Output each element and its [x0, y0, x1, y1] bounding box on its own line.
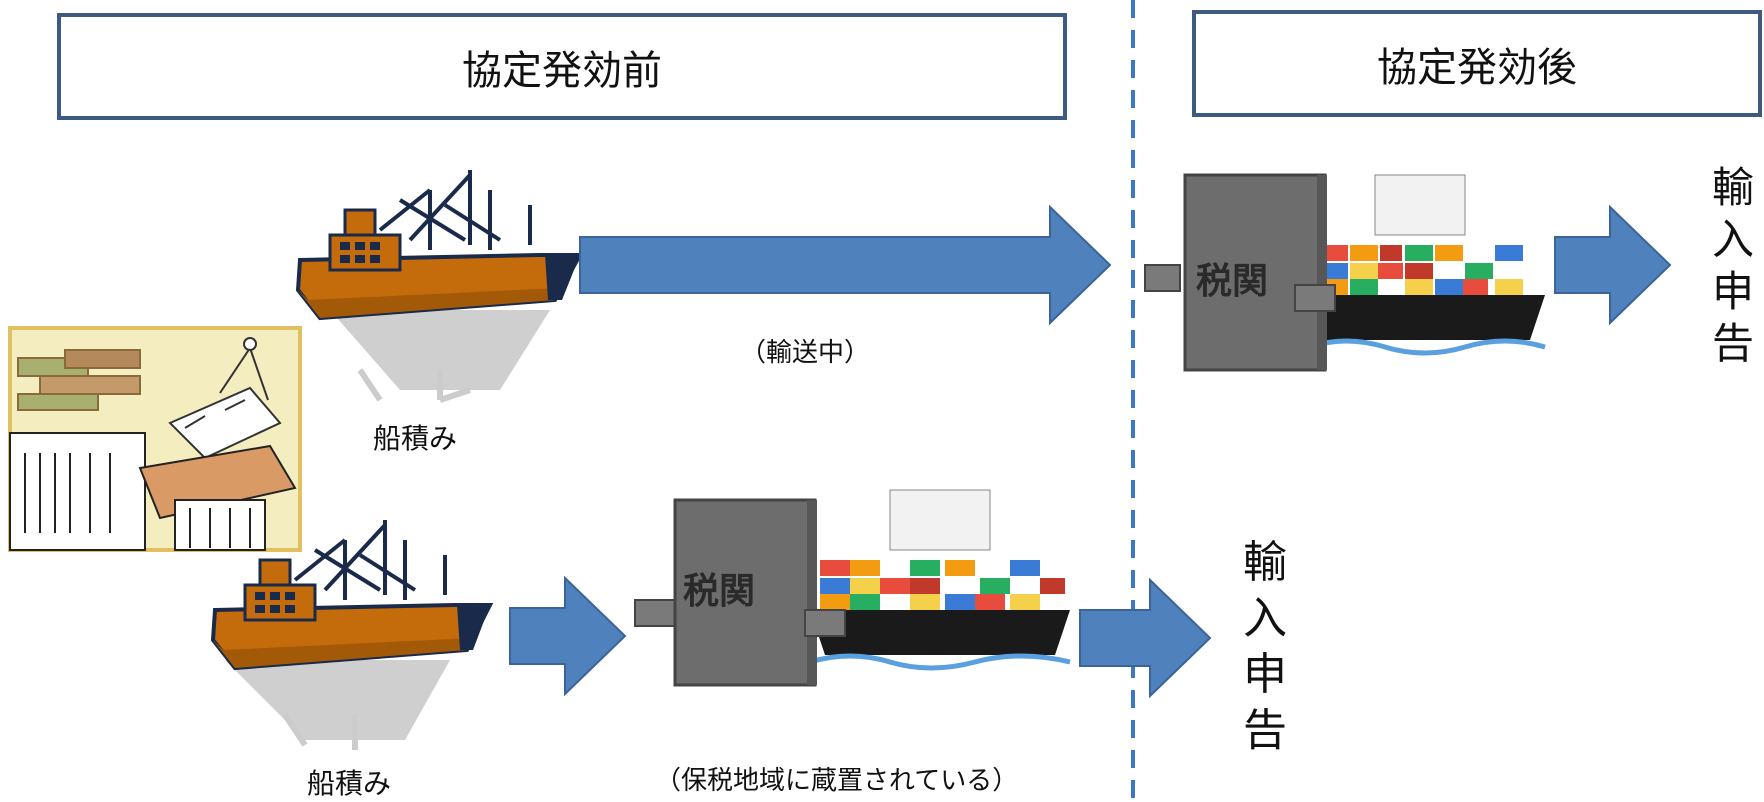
import-declaration-bottom-char: 輸: [1243, 537, 1287, 588]
loading-label-top: 船積み: [373, 422, 458, 455]
import-declaration-top-char: 申: [1711, 267, 1754, 316]
before-agreement-title: 協定発効前: [462, 47, 662, 94]
import-declaration-top-char: 告: [1711, 319, 1754, 368]
arrow-to-declaration-bottom: [1079, 577, 1212, 699]
before-agreement-header: 協定発効前: [57, 13, 1067, 120]
import-declaration-bottom: 輸 入 申 告: [1235, 535, 1295, 759]
customs-label-bottom: 税関: [683, 571, 756, 612]
import-declaration-bottom-char: 申: [1243, 649, 1287, 700]
cargo-ship-bottom: [210, 520, 494, 750]
import-declaration-bottom-char: 告: [1243, 705, 1287, 756]
bonded-area-label: （保税地域に蔵置されている）: [655, 766, 1019, 796]
after-agreement-title: 協定発効後: [1377, 44, 1577, 91]
customs-label-top: 税関: [1196, 261, 1269, 302]
import-declaration-bottom-char: 入: [1243, 593, 1287, 644]
after-agreement-header: 協定発効後: [1192, 10, 1762, 117]
port-cargo-illustration: [8, 326, 302, 552]
customs-container-ship-top: [1144, 173, 1546, 372]
import-declaration-top: 輸 入 申 告: [1703, 162, 1763, 370]
import-declaration-top-char: 輸: [1711, 163, 1754, 212]
in-transit-label: （輸送中）: [740, 338, 871, 368]
cargo-ship-top: [295, 170, 584, 403]
import-declaration-top-char: 入: [1711, 215, 1754, 264]
loading-label-bottom: 船積み: [307, 767, 392, 800]
transit-arrow: [579, 204, 1112, 326]
customs-container-ship-bottom: [634, 489, 1071, 687]
arrow-to-customs-bottom: [509, 575, 627, 697]
arrow-to-declaration-top: [1554, 204, 1672, 326]
